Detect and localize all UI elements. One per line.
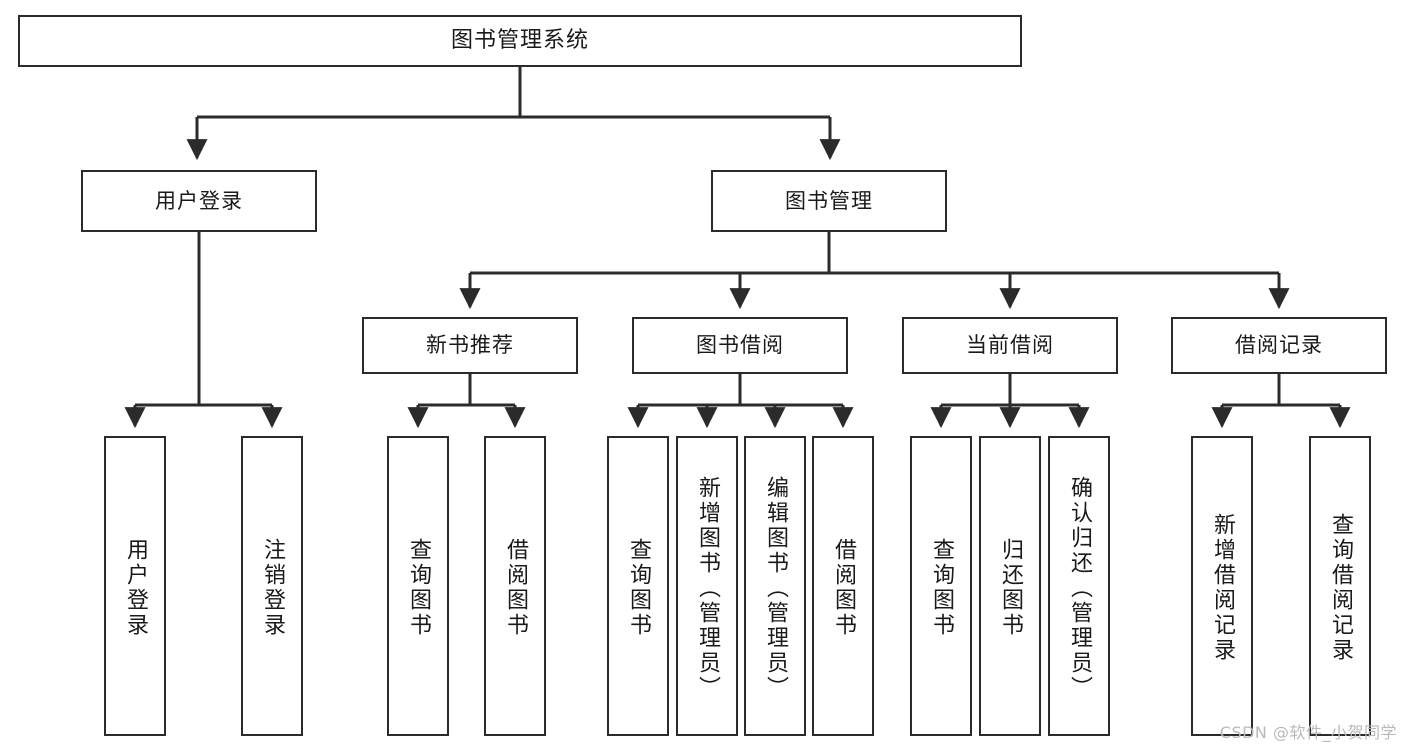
- watermark-text: CSDN @软件_小贺同学: [1219, 723, 1397, 742]
- leaf-borrow-edit-book-admin[interactable]: 编辑图书（管理员）: [744, 436, 806, 736]
- leaf-user-login[interactable]: 用户登录: [104, 436, 166, 736]
- leaf-user-logout[interactable]: 注销登录: [241, 436, 303, 736]
- node-root-system[interactable]: 图书管理系统: [18, 15, 1022, 67]
- node-label: 当前借阅: [966, 333, 1054, 358]
- leaf-label: 确认归还（管理员）: [1066, 475, 1092, 701]
- leaf-label: 归还图书: [997, 538, 1023, 638]
- node-user-login[interactable]: 用户登录: [81, 170, 317, 232]
- node-label: 图书管理: [785, 188, 873, 213]
- leaf-label: 新增借阅记录: [1209, 513, 1235, 663]
- leaf-current-confirm-return-admin[interactable]: 确认归还（管理员）: [1048, 436, 1110, 736]
- leaf-label: 借阅图书: [830, 538, 856, 638]
- leaf-borrow-add-book-admin[interactable]: 新增图书（管理员）: [676, 436, 738, 736]
- leaf-record-query-record[interactable]: 查询借阅记录: [1309, 436, 1371, 736]
- leaf-label: 查询图书: [405, 538, 431, 638]
- leaf-current-return-book[interactable]: 归还图书: [979, 436, 1041, 736]
- leaf-borrow-borrow-book[interactable]: 借阅图书: [812, 436, 874, 736]
- node-label: 用户登录: [155, 188, 243, 213]
- leaf-label: 编辑图书（管理员）: [762, 475, 788, 701]
- leaf-newbook-query-book[interactable]: 查询图书: [387, 436, 449, 736]
- node-label: 图书借阅: [696, 333, 784, 358]
- leaf-current-query-book[interactable]: 查询图书: [910, 436, 972, 736]
- leaf-label: 借阅图书: [502, 538, 528, 638]
- leaf-label: 查询借阅记录: [1327, 513, 1353, 663]
- node-book-borrow[interactable]: 图书借阅: [632, 317, 848, 374]
- leaf-label: 查询图书: [928, 538, 954, 638]
- leaf-newbook-borrow-book[interactable]: 借阅图书: [484, 436, 546, 736]
- node-current-borrow[interactable]: 当前借阅: [902, 317, 1118, 374]
- leaf-label: 用户登录: [122, 538, 148, 638]
- leaf-label: 查询图书: [625, 538, 651, 638]
- node-book-management[interactable]: 图书管理: [711, 170, 947, 232]
- leaf-record-add-record[interactable]: 新增借阅记录: [1191, 436, 1253, 736]
- node-label: 图书管理系统: [450, 28, 589, 54]
- leaf-label: 注销登录: [259, 538, 285, 638]
- node-borrow-record[interactable]: 借阅记录: [1171, 317, 1387, 374]
- node-new-book-recommend[interactable]: 新书推荐: [362, 317, 578, 374]
- leaf-label: 新增图书（管理员）: [694, 475, 720, 701]
- leaf-borrow-query-book[interactable]: 查询图书: [607, 436, 669, 736]
- node-label: 借阅记录: [1235, 333, 1323, 358]
- node-label: 新书推荐: [426, 333, 514, 358]
